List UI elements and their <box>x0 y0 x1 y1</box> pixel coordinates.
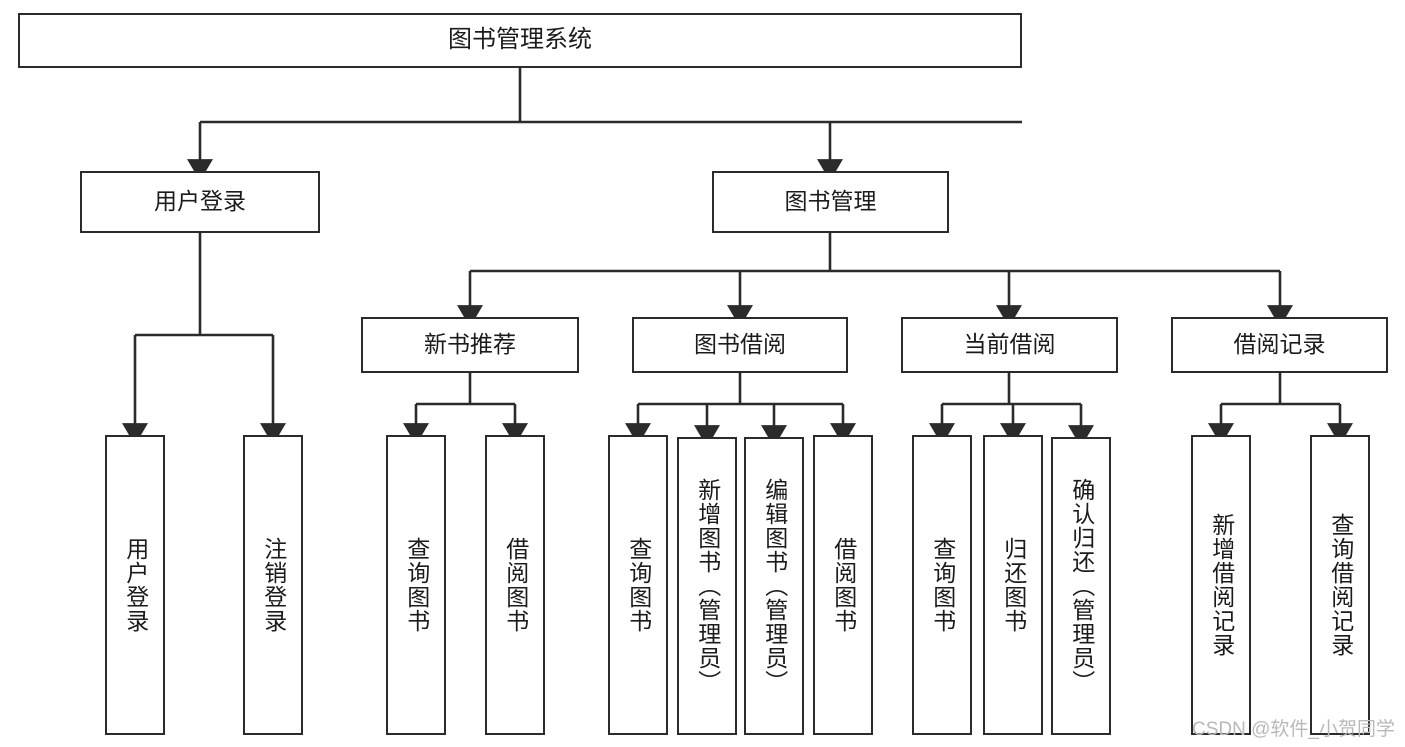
node-leaf-edit-book[interactable]: 编辑图书（管理员） <box>744 437 804 735</box>
node-current-borrow-label: 当前借阅 <box>963 331 1056 358</box>
node-leaf-query-book-1[interactable]: 查询图书 <box>386 435 446 735</box>
node-leaf-borrow-book-2-label: 借阅图书 <box>830 537 857 633</box>
node-leaf-borrow-book-1[interactable]: 借阅图书 <box>485 435 545 735</box>
node-book-management[interactable]: 图书管理 <box>712 171 949 233</box>
node-leaf-query-book-2-label: 查询图书 <box>625 537 652 633</box>
node-leaf-user-login-label: 用户登录 <box>122 537 149 633</box>
node-leaf-add-record[interactable]: 新增借阅记录 <box>1191 435 1251 735</box>
node-leaf-query-book-3[interactable]: 查询图书 <box>912 435 972 735</box>
node-user-login[interactable]: 用户登录 <box>80 171 320 233</box>
node-book-borrow-label: 图书借阅 <box>694 331 786 358</box>
node-leaf-return-book-label: 归还图书 <box>1000 537 1027 633</box>
node-leaf-logout[interactable]: 注销登录 <box>243 435 303 735</box>
node-leaf-edit-book-label: 编辑图书（管理员） <box>761 478 788 694</box>
node-leaf-add-book[interactable]: 新增图书（管理员） <box>677 437 737 735</box>
node-leaf-add-book-label: 新增图书（管理员） <box>694 478 721 694</box>
node-leaf-query-book-1-label: 查询图书 <box>403 537 430 633</box>
node-leaf-logout-label: 注销登录 <box>260 537 287 633</box>
node-leaf-confirm-return[interactable]: 确认归还（管理员） <box>1051 437 1111 735</box>
node-book-management-label: 图书管理 <box>784 188 877 215</box>
node-borrow-record[interactable]: 借阅记录 <box>1171 317 1388 373</box>
node-new-book-recommend-label: 新书推荐 <box>424 331 516 358</box>
node-leaf-confirm-return-label: 确认归还（管理员） <box>1068 478 1095 694</box>
node-root-label: 图书管理系统 <box>448 26 592 54</box>
node-leaf-borrow-book-2[interactable]: 借阅图书 <box>813 435 873 735</box>
node-current-borrow[interactable]: 当前借阅 <box>901 317 1118 373</box>
node-leaf-query-book-2[interactable]: 查询图书 <box>608 435 668 735</box>
node-root[interactable]: 图书管理系统 <box>18 13 1022 68</box>
node-leaf-query-book-3-label: 查询图书 <box>929 537 956 633</box>
node-leaf-query-record[interactable]: 查询借阅记录 <box>1310 435 1370 735</box>
node-leaf-add-record-label: 新增借阅记录 <box>1208 513 1235 657</box>
node-new-book-recommend[interactable]: 新书推荐 <box>361 317 579 373</box>
node-user-login-label: 用户登录 <box>154 188 246 215</box>
node-borrow-record-label: 借阅记录 <box>1233 331 1326 358</box>
node-leaf-return-book[interactable]: 归还图书 <box>983 435 1043 735</box>
node-book-borrow[interactable]: 图书借阅 <box>632 317 848 373</box>
node-leaf-borrow-book-1-label: 借阅图书 <box>502 537 529 633</box>
node-leaf-user-login[interactable]: 用户登录 <box>105 435 165 735</box>
node-leaf-query-record-label: 查询借阅记录 <box>1327 513 1354 657</box>
